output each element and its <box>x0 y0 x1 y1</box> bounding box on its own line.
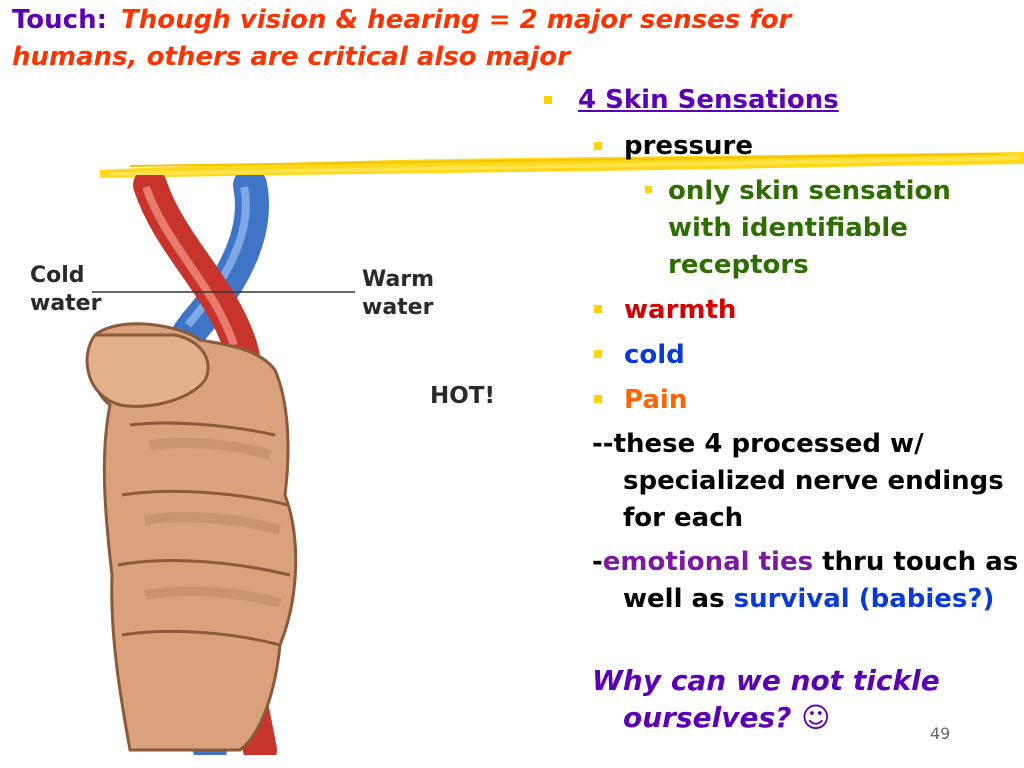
label-warm-line2: water <box>362 295 434 320</box>
bullet-cold: cold <box>624 340 685 370</box>
bullet-square-icon <box>594 305 602 313</box>
paragraph-processed: --these 4 processed w/ specialized nerve… <box>592 429 1004 533</box>
emotional-ties-text: emotional ties <box>602 547 814 577</box>
yellow-brush-stroke <box>100 152 1024 178</box>
bullet-pressure: pressure <box>624 131 753 161</box>
bullet-warmth: warmth <box>624 295 737 325</box>
emotional-mid-text: thru touch as well as <box>623 547 1019 614</box>
bullet-square-icon <box>544 96 552 104</box>
paragraph-emotional: -emotional ties thru touch as well as su… <box>592 544 1024 618</box>
title-text: Though vision & hearing = 2 major senses… <box>12 5 792 72</box>
bullet-skin-sensations: 4 Skin Sensations <box>578 85 839 115</box>
bullet-square-icon <box>594 350 602 358</box>
bullet-pain: Pain <box>624 385 688 415</box>
bullet-square-icon <box>645 186 652 193</box>
label-warm-water: Warm water <box>362 266 434 322</box>
survival-text: survival (babies?) <box>733 584 995 614</box>
label-warm-line1: Warm <box>362 267 435 292</box>
bullet-pressure-detail: only skin sensation with identifiable re… <box>668 176 951 280</box>
slide-title: Touch:Though vision & hearing = 2 major … <box>12 2 832 76</box>
bullet-square-icon <box>594 395 602 403</box>
label-cold-line2: water <box>30 291 102 316</box>
title-label: Touch: <box>12 5 107 35</box>
emotional-prefix: - <box>592 547 603 577</box>
question-tickle: Why can we not tickle ourselves? ☺ <box>592 664 940 734</box>
label-cold-line1: Cold <box>30 263 85 288</box>
hand-holding-pipes-illustration <box>85 175 355 755</box>
page-number: 49 <box>930 724 951 743</box>
bullet-square-icon <box>594 142 602 150</box>
label-cold-water: Cold water <box>30 262 101 318</box>
label-hot: HOT! <box>430 383 495 409</box>
